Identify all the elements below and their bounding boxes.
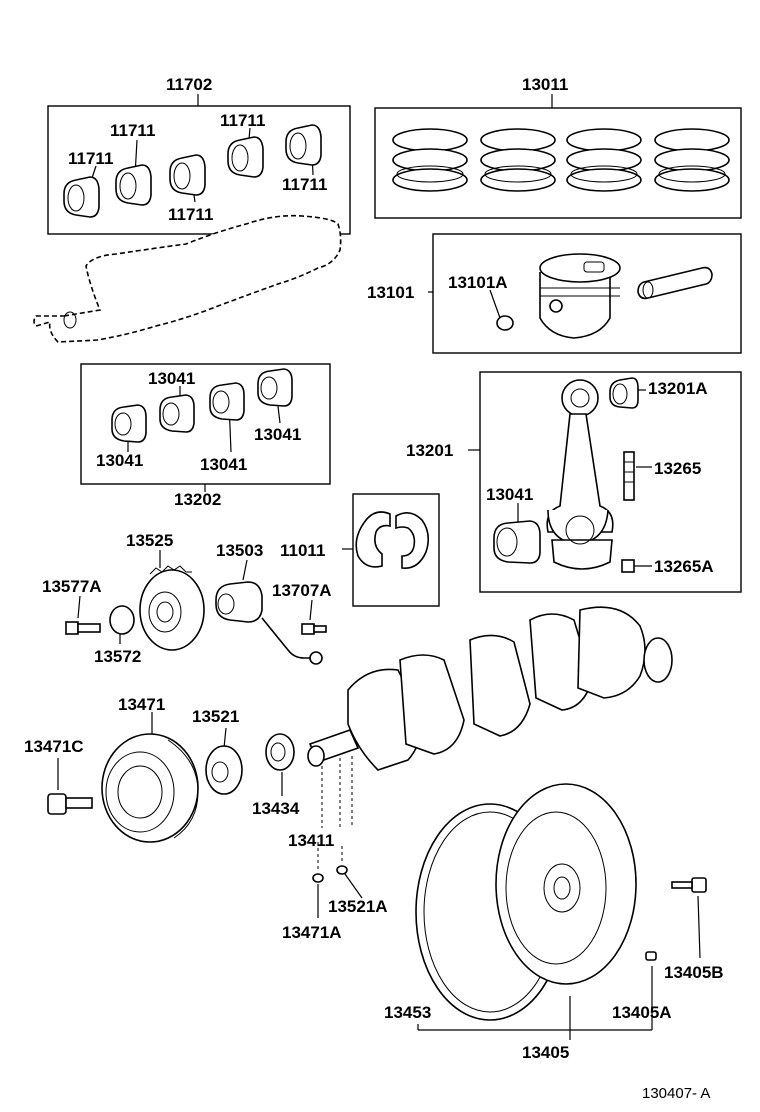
flywheel-icon xyxy=(495,783,637,985)
label-11711: 11711 xyxy=(110,121,155,140)
label-11711: 11711 xyxy=(68,149,113,168)
box-11011 xyxy=(352,493,440,607)
oil-seal-icon xyxy=(265,733,295,771)
key-icon xyxy=(312,873,324,883)
diagram-code: 130407- A xyxy=(642,1085,710,1102)
label-13201A: 13201A xyxy=(648,379,708,398)
label-13405: 13405 xyxy=(522,1043,569,1062)
rod-bearing-icon xyxy=(257,368,293,407)
label-13265: 13265 xyxy=(654,459,701,478)
label-13041: 13041 xyxy=(96,451,143,470)
label-13707A: 13707A xyxy=(272,581,332,600)
label-13101: 13101 xyxy=(367,283,414,302)
crank-angle-sensor-icon xyxy=(215,581,323,665)
flywheel-bolt-icon xyxy=(671,877,707,893)
label-13577A: 13577A xyxy=(42,577,102,596)
label-13572: 13572 xyxy=(94,647,141,666)
key-icon xyxy=(336,865,348,875)
label-13503: 13503 xyxy=(216,541,263,560)
label-13521A: 13521A xyxy=(328,897,388,916)
rod-bushing-icon xyxy=(609,377,639,409)
crank-gear-icon xyxy=(205,745,243,795)
label-13411: 13411 xyxy=(288,831,334,850)
rod-bearing-icon xyxy=(111,404,147,443)
label-13041: 13041 xyxy=(200,455,247,474)
dowel-pin-icon xyxy=(645,951,657,961)
label-13434: 13434 xyxy=(252,799,300,818)
piston-pin-clip-icon xyxy=(496,315,514,331)
box-13101 xyxy=(432,233,742,354)
label-13521: 13521 xyxy=(192,707,239,726)
label-13202: 13202 xyxy=(174,490,221,509)
label-13041: 13041 xyxy=(254,425,301,444)
label-11702: 11702 xyxy=(166,75,212,94)
label-11711: 11711 xyxy=(168,205,213,224)
label-13405B: 13405B xyxy=(664,963,724,982)
rod-nut-icon xyxy=(621,559,635,573)
bolt-icon xyxy=(65,621,101,635)
label-13471: 13471 xyxy=(118,695,165,714)
rod-bearing-icon xyxy=(159,394,195,433)
washer-plate-icon xyxy=(109,605,135,635)
label-11011: 11011 xyxy=(280,541,325,560)
label-13101A: 13101A xyxy=(448,273,508,292)
label-13041: 13041 xyxy=(148,369,195,388)
bearing-shell-icon xyxy=(227,136,264,178)
bearing-shell-icon xyxy=(169,154,206,196)
piston-pin-icon xyxy=(637,266,713,300)
label-13471A: 13471A xyxy=(282,923,342,942)
crank-pulley-icon xyxy=(101,733,199,843)
thrust-washer-icon xyxy=(355,511,430,569)
piston-icon xyxy=(539,253,621,339)
label-13525: 13525 xyxy=(126,531,173,550)
label-11711: 11711 xyxy=(282,175,327,194)
box-13201 xyxy=(479,371,742,593)
box-13011 xyxy=(374,107,742,219)
bearing-shell-icon xyxy=(63,176,100,218)
piston-ring-set-icon xyxy=(392,128,468,192)
bolt-icon xyxy=(47,793,93,815)
bearing-shell-icon xyxy=(115,164,152,206)
callout-labels: 11702 11711 11711 11711 11711 11711 1301… xyxy=(24,75,724,1102)
label-13453: 13453 xyxy=(384,1003,431,1022)
rod-bearing-icon xyxy=(209,382,245,421)
connecting-rod-icon xyxy=(546,379,614,570)
bolt-icon xyxy=(301,623,327,635)
timing-gear-icon xyxy=(139,565,205,651)
rod-bolt-icon xyxy=(623,451,635,501)
label-13265A: 13265A xyxy=(654,557,714,576)
piston-ring-set-icon xyxy=(566,128,642,192)
label-13405A: 13405A xyxy=(612,1003,672,1022)
crankshaft-silhouette-icon xyxy=(33,214,342,343)
box-11702 xyxy=(47,105,351,235)
label-13471C: 13471C xyxy=(24,737,84,756)
rod-bearing-icon xyxy=(493,520,541,564)
label-13041: 13041 xyxy=(486,485,533,504)
piston-ring-set-icon xyxy=(480,128,556,192)
crankshaft-icon xyxy=(307,606,673,771)
label-13201: 13201 xyxy=(406,441,453,460)
piston-ring-set-icon xyxy=(654,128,730,192)
label-11711: 11711 xyxy=(220,111,265,130)
label-13011: 13011 xyxy=(522,75,568,94)
bearing-shell-icon xyxy=(285,124,322,166)
